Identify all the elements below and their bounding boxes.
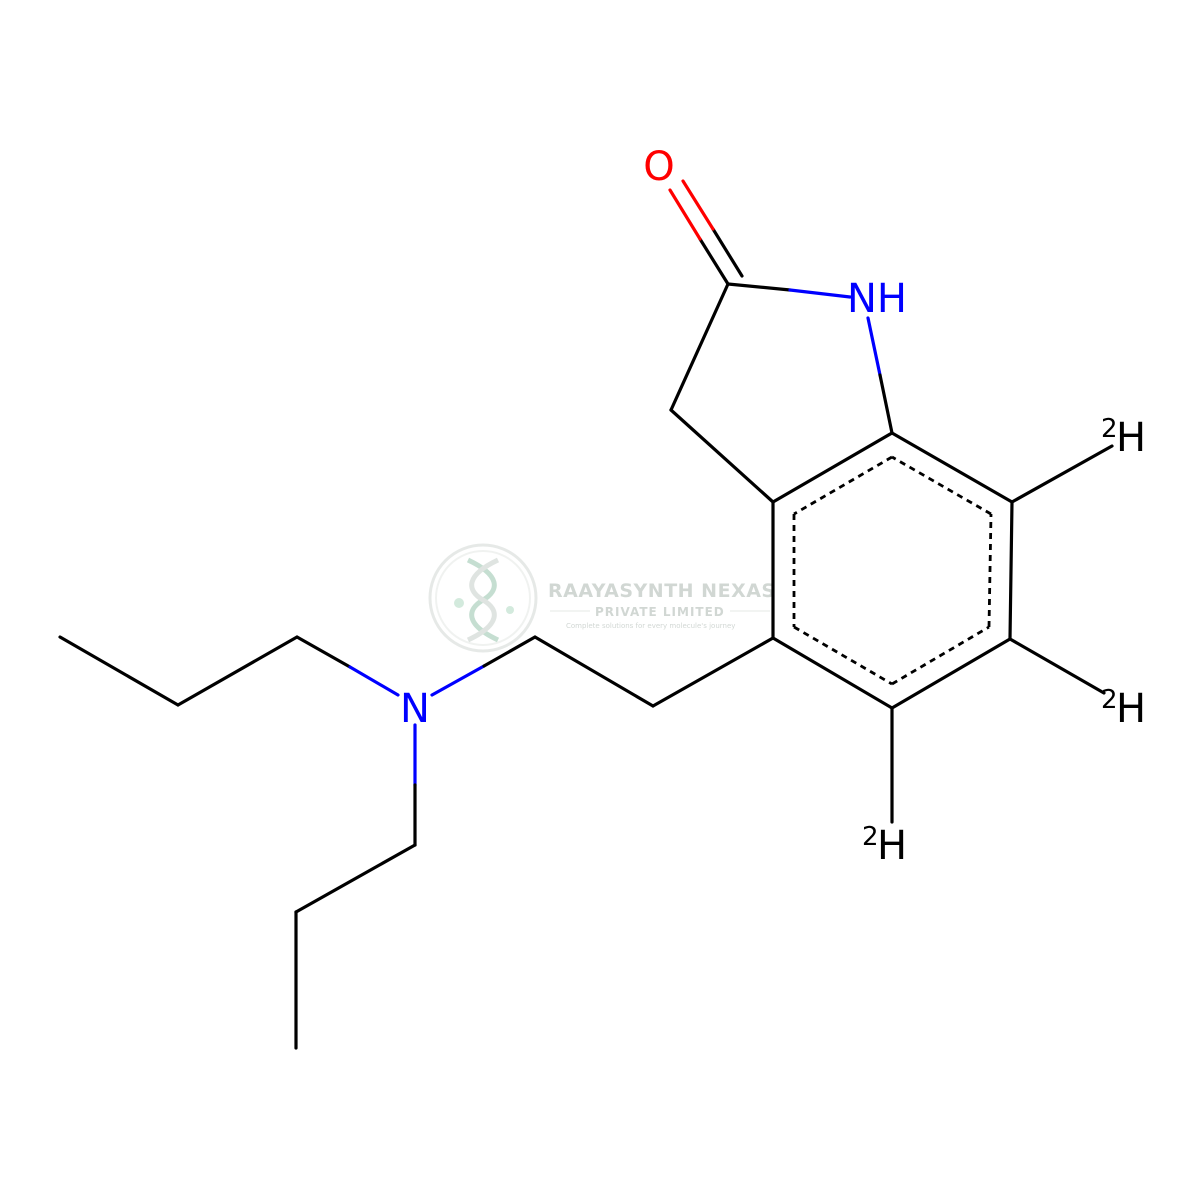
bonds (58, 179, 1114, 1050)
deuterium-symbol-c7: H (1116, 415, 1146, 461)
bond-ethyl-c1-c2 (533, 635, 655, 708)
bond-propyl1-c1-n (295, 635, 352, 669)
bond-ethyl-c2-ring (651, 636, 775, 708)
bond-propyl1-c3-c2 (58, 635, 180, 707)
aromatic-inner-5 (793, 455, 893, 516)
aromatic-inner-1 (793, 625, 893, 686)
aromatic-inner-2 (891, 625, 990, 686)
bond-n1-c7a-blue (866, 316, 882, 377)
bond-c6-d (1008, 637, 1106, 695)
dna-helix-icon (428, 543, 538, 653)
bond-c7-d (1010, 444, 1114, 504)
bond-ethyl-c1 (482, 635, 537, 668)
bond-carbonyl-2-red (681, 179, 715, 231)
bond-ring-c4-c5 (771, 636, 894, 710)
watermark-company: RAAYASYNTH NEXAS (548, 580, 776, 602)
bond-ring-c5-c6 (890, 637, 1012, 710)
bond-propyl1-n-half (348, 665, 400, 697)
aromatic-inner-4 (891, 455, 992, 516)
deuterium-symbol-c5: H (877, 823, 907, 869)
watermark-tagline: Complete solutions for every molecule's … (566, 622, 735, 630)
deuterium-mass-c7: 2 (1101, 414, 1118, 444)
bond-n-ethyl-half (430, 664, 486, 697)
atom-labels: O NH N 2 H 2 H 2 H (400, 144, 1146, 869)
bond-c2-n1-blue (788, 288, 852, 299)
watermark: RAAYASYNTH NEXAS PRIVATE LIMITED Complet… (428, 543, 776, 653)
bond-ring-c7-c7a (890, 431, 1014, 504)
bond-carbonyl-1-black (698, 237, 730, 286)
bond-carbonyl-1-red (668, 188, 702, 241)
bond-propyl1-c2-c1 (176, 635, 299, 707)
bond-c3-c2 (669, 282, 730, 412)
deuterium-symbol-c6: H (1116, 686, 1146, 732)
watermark-subtitle: PRIVATE LIMITED (595, 605, 725, 619)
n-atom-label: N (400, 686, 430, 732)
bond-c3a-c3 (669, 408, 775, 504)
bond-n1-c7a-black (878, 373, 894, 435)
deuterium-mass-c6: 2 (1101, 685, 1118, 715)
bond-ring-c6-c7 (1008, 500, 1014, 641)
bond-c2-n1-black (726, 282, 792, 292)
nh-atom-label: NH (847, 276, 907, 322)
deuterium-mass-c5: 2 (862, 822, 879, 852)
oxygen-atom-label: O (643, 144, 674, 190)
bond-ring-c7a-c3a (771, 431, 894, 504)
bond-carbonyl-2-black (711, 227, 744, 278)
bond-propyl2-c1-c2 (294, 843, 417, 914)
aromatic-inner-3 (987, 513, 993, 628)
